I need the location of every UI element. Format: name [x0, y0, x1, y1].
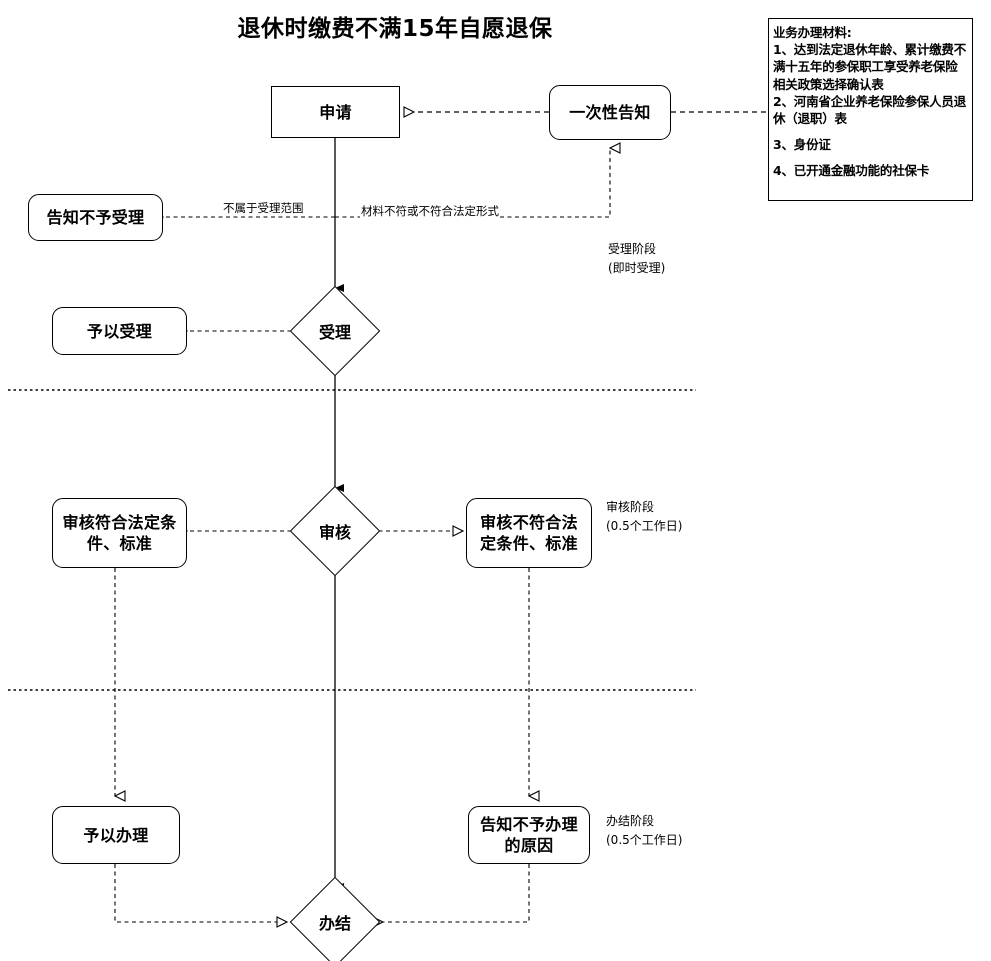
stage-note-shenhe-line2: (0.5个工作日) [606, 519, 683, 533]
stage-note-shenhe-line1: 审核阶段 [606, 500, 655, 514]
node-shenhe-diamond-label: 审核 [318, 523, 351, 542]
node-banjie-diamond-label: 办结 [318, 914, 351, 933]
materials-item-4: 4、已开通金融功能的社保卡 [773, 163, 930, 179]
node-shenhe-fuhe[interactable]: 审核符合法定条件、标准 [52, 498, 187, 568]
materials-box: 业务办理材料: 1、达到法定退休年龄、累计缴费不满十五年的参保职工享受养老保险相… [768, 18, 973, 201]
stage-note-shouli-line1: 受理阶段 [608, 242, 657, 256]
edge-label-cailiao-bufu: 材料不符或不符合法定形式 [360, 204, 500, 218]
node-shenhe-bufuhe[interactable]: 审核不符合法定条件、标准 [466, 498, 592, 568]
node-gaozhi-buyu-shouli-label: 告知不予受理 [46, 208, 145, 227]
materials-heading: 业务办理材料: [773, 25, 852, 40]
node-gaozhi-buyu-banli[interactable]: 告知不予办理的原因 [468, 806, 590, 864]
node-yuyi-shouli[interactable]: 予以受理 [52, 307, 187, 355]
node-yicixing-gaozhi[interactable]: 一次性告知 [549, 85, 671, 140]
node-yuyi-banli-label: 予以办理 [83, 825, 149, 845]
node-shenhe-bufuhe-label: 审核不符合法定条件、标准 [480, 513, 578, 553]
materials-spacer-2 [773, 153, 966, 162]
stage-note-shenhe: 审核阶段 (0.5个工作日) [606, 498, 736, 536]
stage-note-shouli: 受理阶段 (即时受理) [608, 240, 738, 278]
stage-note-banjie: 办结阶段 (0.5个工作日) [606, 812, 736, 850]
stage-note-banjie-line1: 办结阶段 [606, 814, 655, 828]
materials-spacer-1 [773, 127, 966, 136]
edge-gaozhi-banli-to-banjie [383, 864, 530, 922]
node-yuyi-banli[interactable]: 予以办理 [52, 806, 180, 864]
stage-note-shouli-line2: (即时受理) [608, 261, 666, 275]
materials-item-3: 3、身份证 [773, 137, 831, 153]
edge-label-bushuyu-shouli-fanwei: 不属于受理范围 [222, 201, 305, 215]
materials-item-2: 2、河南省企业养老保险参保人员退休（退职）表 [773, 93, 966, 127]
node-gaozhi-buyu-banli-label: 告知不予办理的原因 [480, 815, 578, 855]
node-yuyi-shouli-label: 予以受理 [86, 321, 153, 341]
edge-yuyi-banli-to-banjie [114, 864, 287, 922]
node-shenqing-label: 申请 [319, 102, 352, 122]
materials-item-1: 1、达到法定退休年龄、累计缴费不满十五年的参保职工享受养老保险相关政策选择确认表 [773, 42, 966, 92]
page-title: 退休时缴费不满15年自愿退保 [237, 16, 553, 42]
node-yicixing-gaozhi-label: 一次性告知 [569, 103, 651, 122]
node-shenhe-fuhe-label: 审核符合法定条件、标准 [62, 513, 177, 553]
node-shenqing[interactable]: 申请 [271, 86, 400, 138]
node-shouli-diamond-label: 受理 [318, 323, 351, 342]
node-gaozhi-buyu-shouli[interactable]: 告知不予受理 [28, 194, 163, 241]
stage-note-banjie-line2: (0.5个工作日) [606, 833, 683, 847]
